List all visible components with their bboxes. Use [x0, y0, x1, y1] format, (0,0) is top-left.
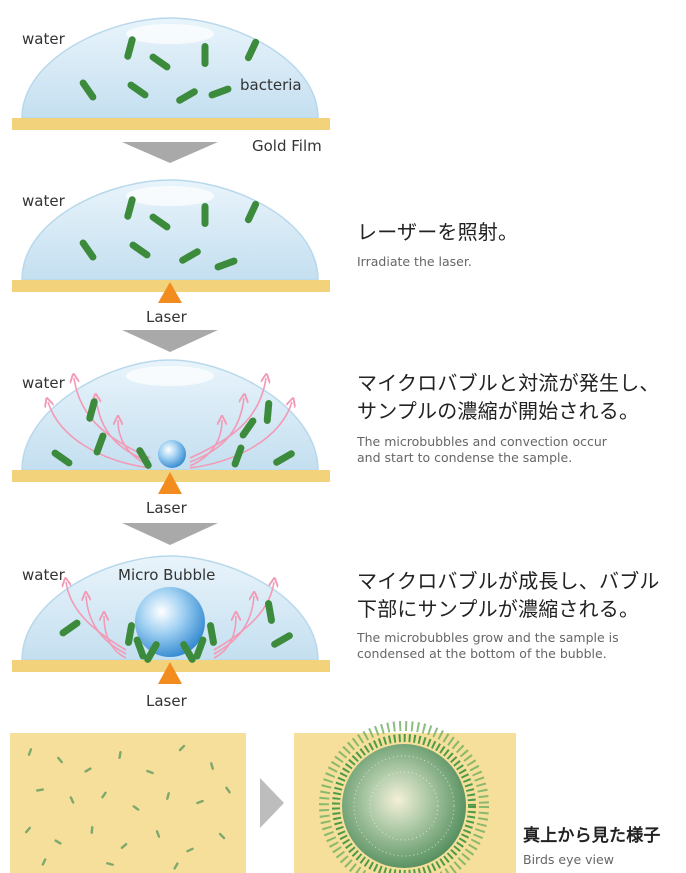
stage-1: water bacteria Gold Film [12, 18, 330, 155]
sample-surface [10, 733, 246, 873]
step-2-caption-en: The microbubbles and convection occur an… [357, 434, 607, 466]
after-top-view [294, 726, 516, 873]
down-arrow [122, 330, 218, 352]
step-3-caption-en: The microbubbles grow and the sample is … [357, 630, 619, 662]
droplet-highlight [126, 366, 214, 386]
down-arrow [122, 523, 218, 545]
water-label: water [22, 374, 66, 392]
micro-bubble-label: Micro Bubble [118, 566, 215, 584]
step-1-caption-jp: レーザーを照射。 [357, 218, 518, 246]
micro-bubble-small [158, 440, 186, 468]
stage-2: water Laser [12, 180, 330, 326]
laser-label: Laser [146, 692, 188, 710]
step-1-caption-en: Irradiate the laser. [357, 254, 472, 270]
micro-bubble-large [135, 587, 205, 657]
stage-3: water Laser [12, 360, 330, 517]
gold-film [12, 118, 330, 130]
birds-eye-caption-jp: 真上から見た様子 [523, 825, 661, 847]
before-top-view [10, 733, 246, 873]
laser-label: Laser [146, 499, 188, 517]
stage-4: water Micro Bubble Laser [12, 556, 330, 710]
droplet-highlight [126, 24, 214, 44]
droplet-highlight [126, 186, 214, 206]
down-arrow [122, 142, 218, 163]
laser-label: Laser [146, 308, 188, 326]
water-label: water [22, 566, 66, 584]
concentrated-cluster [342, 744, 466, 868]
step-3-caption-jp: マイクロバブルが成長し、バブル 下部にサンプルが濃縮される。 [357, 567, 660, 623]
birds-eye-caption-en: Birds eye view [523, 852, 614, 868]
bacteria-label: bacteria [240, 76, 302, 94]
water-label: water [22, 30, 66, 48]
bacterium [202, 203, 209, 227]
water-label: water [22, 192, 66, 210]
bacterium [202, 43, 209, 67]
gold-film-label: Gold Film [252, 137, 322, 155]
right-arrow [260, 778, 284, 828]
step-2-caption-jp: マイクロバブルと対流が発生し、 サンプルの濃縮が開始される。 [357, 369, 660, 425]
